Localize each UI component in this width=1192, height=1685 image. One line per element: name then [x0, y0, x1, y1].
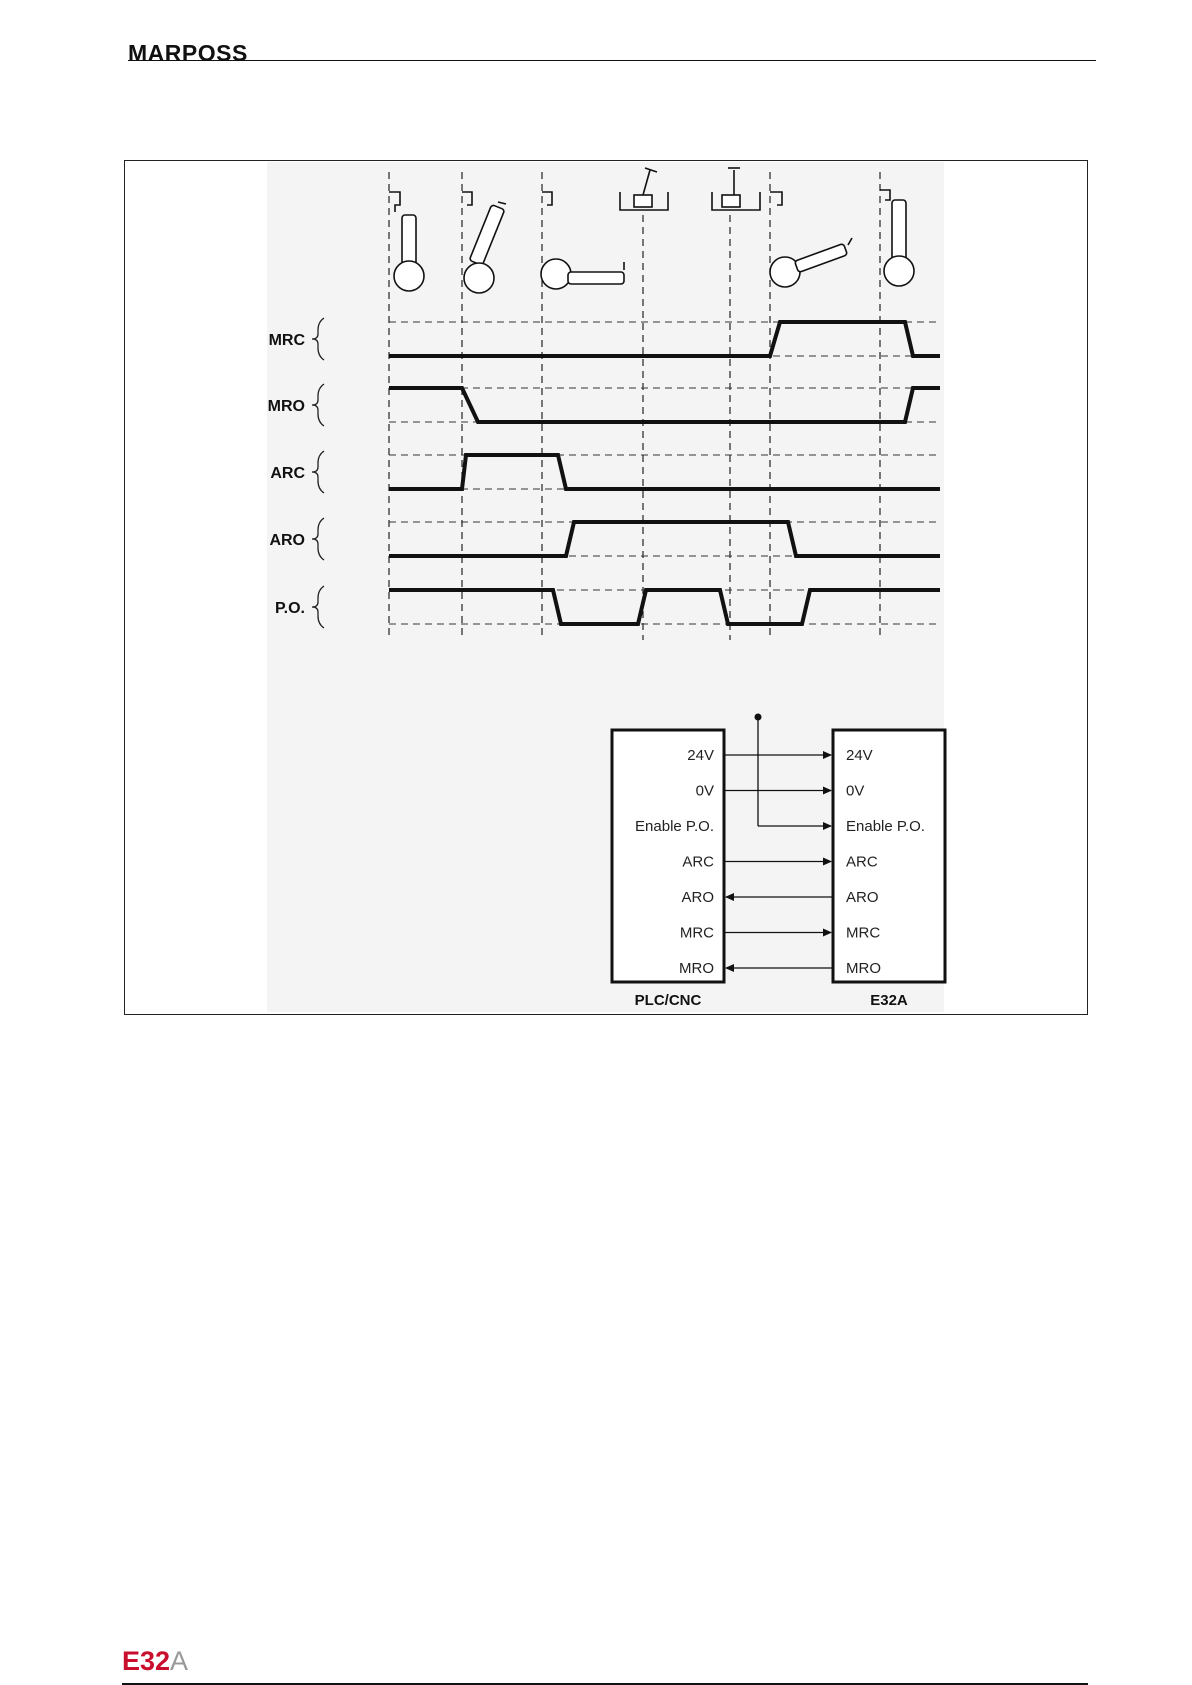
- signal-row-aro: ARO: [269, 518, 940, 560]
- brace: [312, 518, 324, 560]
- arrow-head: [823, 858, 832, 866]
- probe-illustrations: [389, 168, 914, 293]
- probe-arm-returning-icon: [770, 192, 852, 287]
- arrow-head: [725, 893, 734, 901]
- plc-port-label: Enable P.O.: [635, 818, 714, 835]
- wire-row-mrc: MRC MRC: [680, 925, 880, 942]
- plc-port-label: ARO: [681, 889, 714, 906]
- probe-arm-stowed-icon: [389, 192, 424, 291]
- e32a-label: E32A: [870, 992, 908, 1009]
- phase-markers: [389, 172, 880, 640]
- arrow-head: [823, 929, 832, 937]
- probe-arm-extended-icon: [541, 192, 624, 289]
- e32a-port-label: ARC: [846, 854, 878, 871]
- brace: [312, 451, 324, 493]
- plc-cnc-label: PLC/CNC: [635, 992, 702, 1009]
- signal-label: MRO: [268, 398, 305, 415]
- brace: [312, 384, 324, 426]
- tool-setter-icon: [712, 168, 760, 210]
- signal-row-mro: MRO: [268, 384, 940, 426]
- plc-port-label: 24V: [687, 747, 714, 764]
- plc-port-label: MRC: [680, 925, 714, 942]
- signal-label: MRC: [269, 332, 306, 349]
- wire-row-aro: ARO ARO: [681, 889, 878, 906]
- e32a-port-label: MRC: [846, 925, 880, 942]
- e32a-port-label: 0V: [846, 783, 864, 800]
- wire-row-enablepo: Enable P.O. Enable P.O.: [635, 818, 925, 835]
- waveform: [389, 322, 940, 356]
- arrow-head: [823, 751, 832, 759]
- signal-row-po: P.O.: [275, 586, 940, 628]
- arrow-head: [823, 822, 832, 830]
- signal-row-arc: ARC: [270, 451, 940, 493]
- product-name: E32A: [122, 1646, 188, 1677]
- waveform: [389, 522, 940, 556]
- waveform: [389, 388, 940, 422]
- arrow-head: [823, 787, 832, 795]
- wire-row-mro: MRO MRO: [679, 960, 881, 977]
- e32a-port-label: 24V: [846, 747, 873, 764]
- e32a-port-label: MRO: [846, 960, 881, 977]
- signal-row-mrc: MRC: [269, 318, 940, 360]
- tool-setter-icon: [620, 168, 668, 210]
- plc-port-label: MRO: [679, 960, 714, 977]
- plc-port-label: ARC: [682, 854, 714, 871]
- waveform: [389, 590, 940, 624]
- brace: [312, 586, 324, 628]
- wire-row-arc: ARC ARC: [682, 854, 878, 871]
- plc-port-label: 0V: [696, 783, 714, 800]
- probe-arm-tilting-icon: [462, 192, 506, 293]
- signal-label: ARC: [270, 465, 305, 482]
- probe-arm-stowed-icon: [880, 190, 914, 286]
- arrow-head: [725, 964, 734, 972]
- e32a-port-label: Enable P.O.: [846, 818, 925, 835]
- e32a-port-label: ARO: [846, 889, 879, 906]
- brace: [312, 318, 324, 360]
- signal-label: P.O.: [275, 600, 305, 617]
- waveform: [389, 455, 940, 489]
- signal-label: ARO: [269, 532, 305, 549]
- timing-rows: MRC MRO ARC ARO P.O.: [268, 318, 940, 628]
